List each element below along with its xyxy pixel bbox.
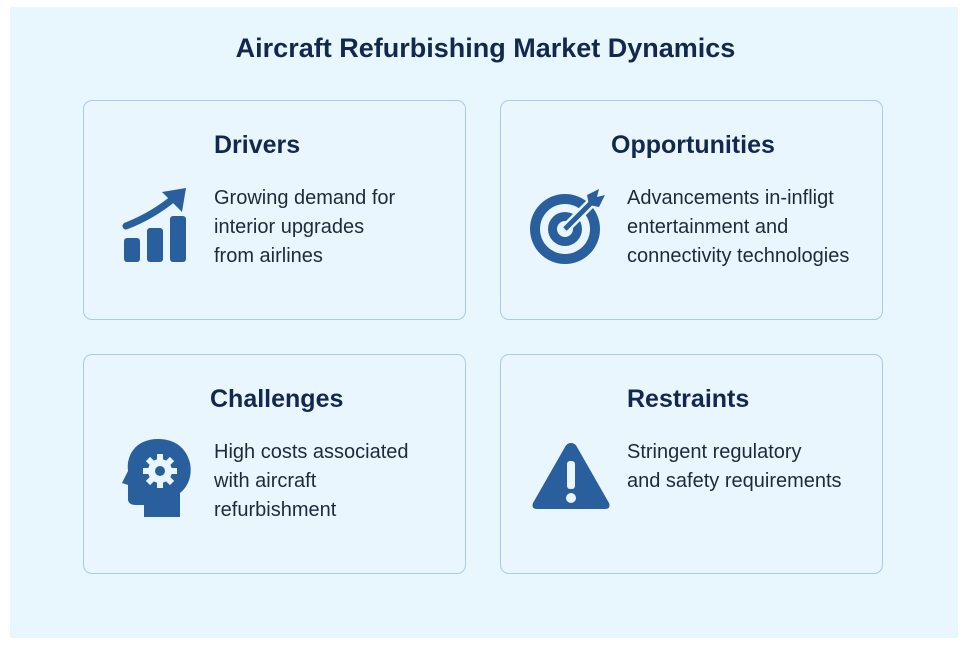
- card-restraints: Restraints Stringent regulatory and safe…: [500, 354, 883, 574]
- growth-chart-icon: [122, 188, 186, 262]
- card-text: High costs associated with aircraft refu…: [214, 438, 409, 525]
- card-text: Advancements in-infligt entertainment an…: [627, 184, 849, 271]
- text-line: refurbishment: [214, 499, 337, 521]
- head-gear-icon: [122, 439, 191, 517]
- warning-icon: [532, 443, 610, 509]
- text-line: and safety requirements: [627, 470, 842, 492]
- target-icon: [530, 189, 605, 264]
- text-line: connectivity technologies: [627, 245, 850, 267]
- card-heading: Drivers: [214, 131, 301, 159]
- text-line: interior upgrades: [214, 216, 365, 238]
- card-text: Growing demand for interior upgrades fro…: [214, 184, 395, 271]
- text-line: entertainment and: [627, 216, 789, 238]
- card-challenges: Challenges High costs associated with ai…: [83, 354, 466, 574]
- card-drivers: Drivers Growing demand for interior upgr…: [83, 100, 466, 320]
- card-heading: Restraints: [627, 385, 750, 413]
- text-line: with aircraft: [214, 470, 317, 492]
- text-line: Growing demand for: [214, 187, 396, 209]
- card-heading: Opportunities: [611, 131, 775, 159]
- text-line: from airlines: [214, 245, 323, 267]
- text-line: High costs associated: [214, 441, 409, 463]
- text-line: Advancements in-infligt: [627, 187, 834, 209]
- card-heading: Challenges: [210, 385, 344, 413]
- text-line: Stringent regulatory: [627, 441, 802, 463]
- page-title: Aircraft Refurbishing Market Dynamics: [235, 33, 736, 63]
- card-text: Stringent regulatory and safety requirem…: [627, 438, 842, 496]
- card-opportunities: Opportunities Advancements in-infligt en…: [500, 100, 883, 320]
